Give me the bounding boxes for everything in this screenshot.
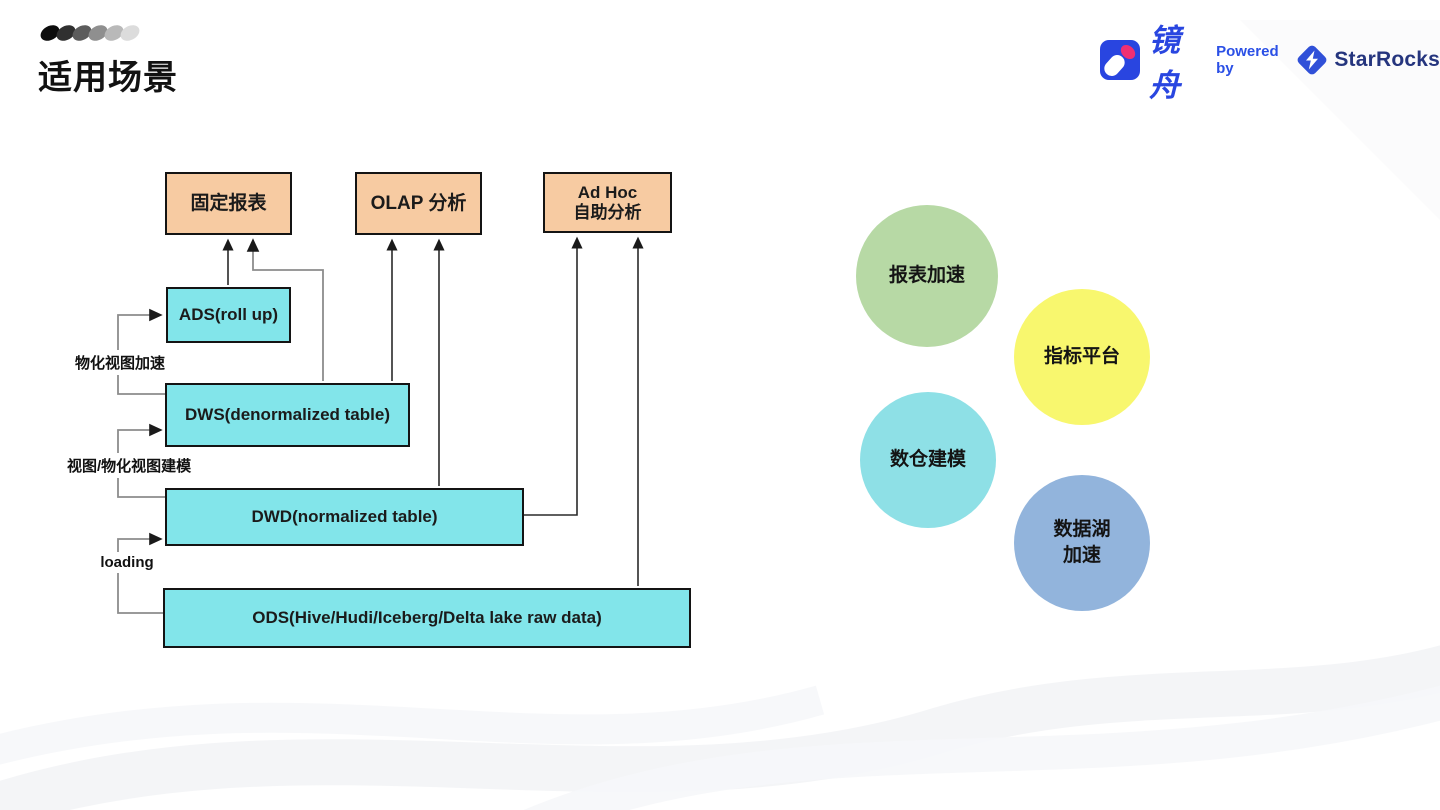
jingzhou-logo-text: 镜舟: [1149, 23, 1181, 103]
page-title: 适用场景: [38, 59, 178, 97]
powered-by-label: Powered by: [1216, 43, 1279, 77]
starrocks-logo-text: StarRocks: [1334, 48, 1440, 71]
use-case-label-line2: 自助分析: [573, 202, 642, 222]
scenario-circle-report-acceleration: 报表加速: [856, 205, 998, 347]
use-case-box-fixed-report: 固定报表: [165, 172, 292, 235]
layer-box-ads: ADS(roll up): [166, 287, 291, 343]
layer-box-dwd: DWD(normalized table): [165, 488, 524, 546]
jingzhou-logo-icon: [1100, 40, 1140, 80]
scenario-circle-dw-modeling: 数仓建模: [860, 392, 996, 528]
use-case-box-olap: OLAP 分析: [355, 172, 482, 235]
scenario-circle-datalake-acceleration: 数据湖 加速: [1014, 475, 1150, 611]
scenario-label-line1: 数据湖: [1053, 519, 1111, 541]
layer-label: DWS(denormalized table): [185, 405, 390, 425]
layer-label: ADS(roll up): [178, 305, 279, 325]
use-case-box-adhoc: Ad Hoc 自助分析: [543, 172, 672, 233]
use-case-label: 固定报表: [190, 192, 267, 214]
scenario-label: 数仓建模: [889, 449, 966, 471]
use-case-label: OLAP 分析: [370, 192, 467, 214]
starrocks-logo-icon: [1297, 45, 1327, 75]
layer-box-ods: ODS(Hive/Hudi/Iceberg/Delta lake raw dat…: [163, 588, 691, 648]
scenario-label: 指标平台: [1043, 346, 1120, 368]
scenario-label: 报表加速: [888, 265, 965, 287]
edge-label-view-modeling: 视图/物化视图建模: [64, 453, 195, 478]
use-case-label-line1: Ad Hoc: [577, 182, 638, 202]
scenario-circle-metrics-platform: 指标平台: [1014, 289, 1150, 425]
progress-dots: [37, 22, 143, 44]
layer-box-dws: DWS(denormalized table): [165, 383, 410, 447]
layer-label: ODS(Hive/Hudi/Iceberg/Delta lake raw dat…: [252, 608, 602, 628]
layer-label: DWD(normalized table): [251, 507, 438, 527]
edge-label-loading: loading: [66, 552, 188, 573]
scenario-label-line2: 加速: [1062, 545, 1101, 566]
edge-label-materialized-view-acceleration: 物化视图加速: [72, 350, 169, 375]
brand-bar: 镜舟 Powered by StarRocks: [1100, 23, 1440, 103]
